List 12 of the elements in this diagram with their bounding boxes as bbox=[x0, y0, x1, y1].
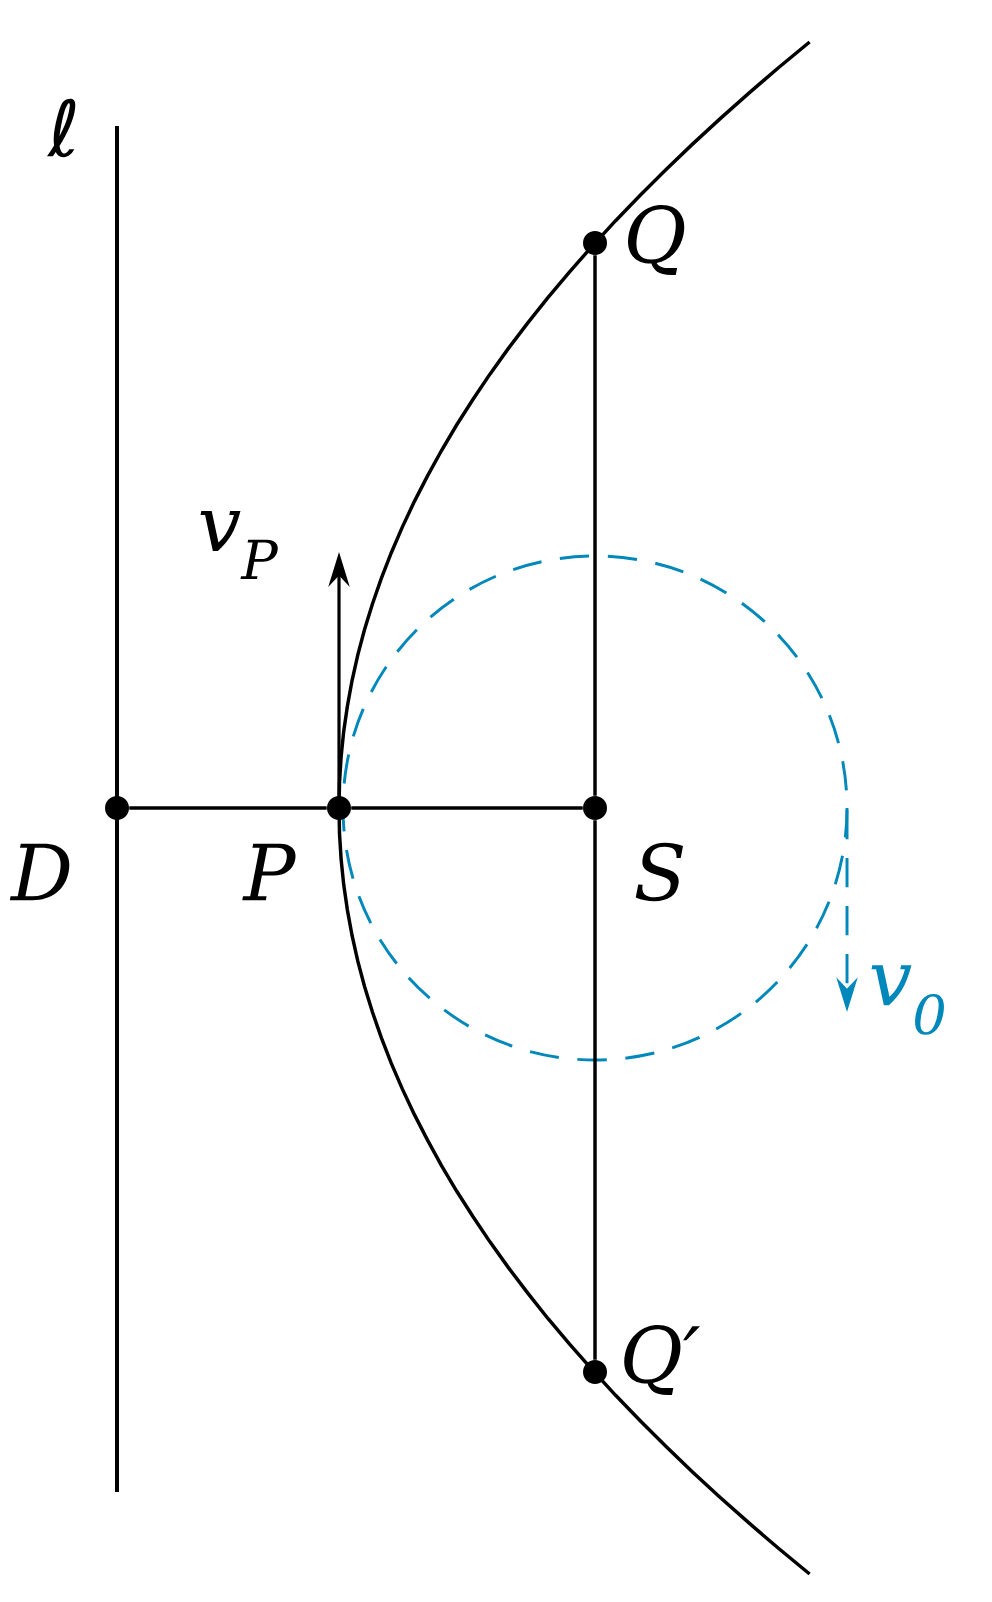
line bbox=[129, 806, 327, 810]
math-label: v$_{0}$ bbox=[871, 965, 944, 1035]
line bbox=[351, 806, 583, 810]
point-label: P bbox=[242, 843, 296, 901]
math-label: ℓ bbox=[46, 98, 76, 158]
point-label: Q′ bbox=[624, 1325, 700, 1395]
line bbox=[593, 820, 597, 1360]
point-label: S bbox=[635, 842, 683, 902]
point-label: D bbox=[9, 843, 70, 901]
line bbox=[593, 255, 597, 796]
math-label: v$_{P}$ bbox=[200, 510, 278, 580]
point-label: Q bbox=[628, 205, 685, 275]
